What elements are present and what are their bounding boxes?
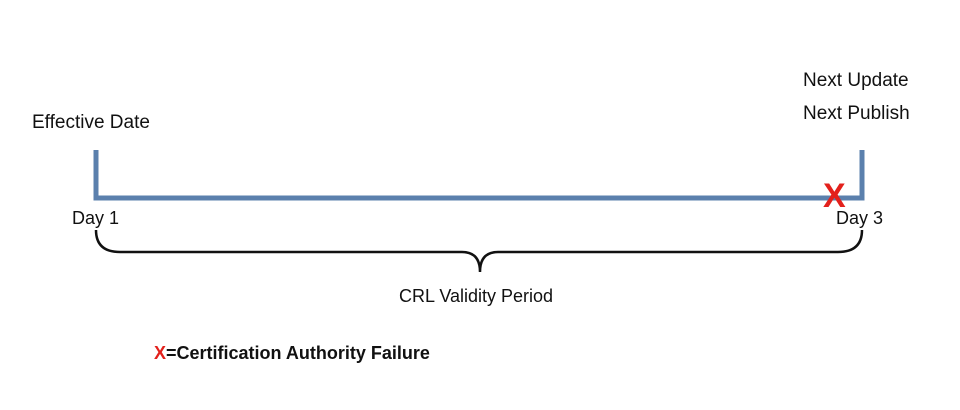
end-day-label: Day 3 [836, 208, 884, 228]
legend-marker: X [154, 343, 167, 363]
timeline-line [93, 150, 865, 201]
validity-period-bracket [94, 229, 864, 273]
next-publish-label: Next Publish [803, 103, 910, 124]
ca-failure-marker: X [823, 177, 846, 215]
effective-date-label: Effective Date [32, 112, 150, 133]
legend: X=Certification Authority Failure [154, 342, 430, 364]
validity-period-label: CRL Validity Period [399, 286, 554, 306]
start-day-label: Day 1 [72, 208, 120, 228]
legend-text: =Certification Authority Failure [166, 343, 430, 363]
next-update-label: Next Update [803, 70, 909, 91]
